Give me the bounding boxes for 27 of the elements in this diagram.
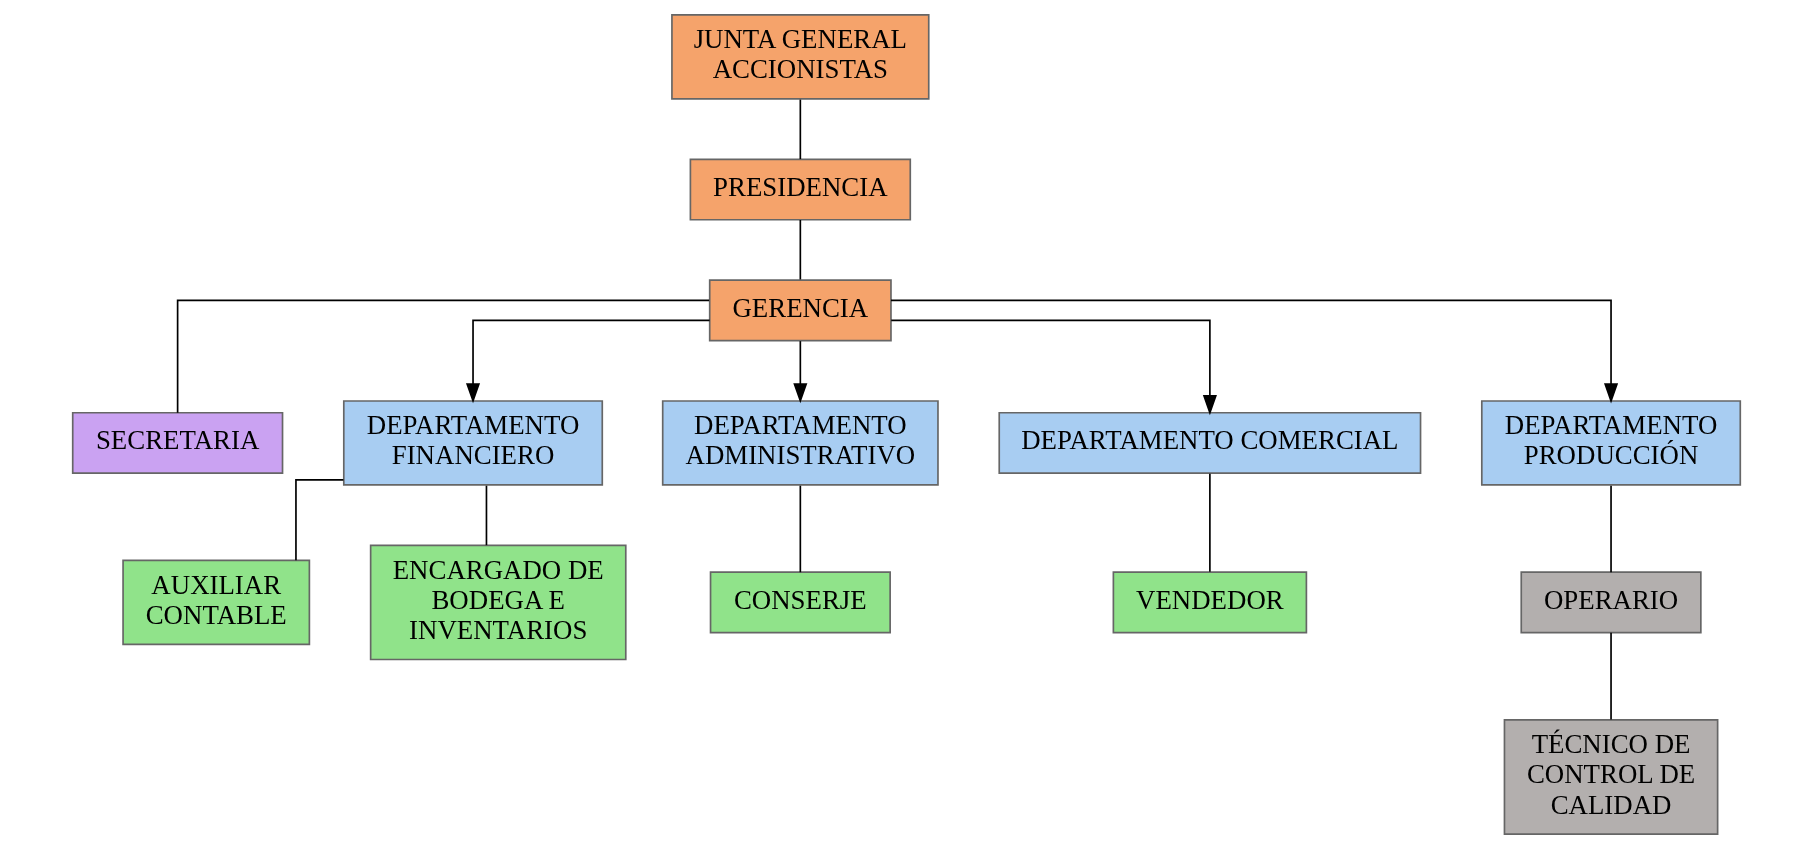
node-box: DEPARTAMENTO COMERCIAL bbox=[998, 411, 1422, 474]
arrow bbox=[890, 319, 1217, 416]
node-box: CONSERJE bbox=[709, 571, 891, 634]
connector bbox=[176, 299, 710, 414]
node-box: VENDEDOR bbox=[1112, 571, 1308, 634]
connector bbox=[1610, 632, 1612, 721]
node-box: TÉCNICO DE CONTROL DE CALIDAD bbox=[1503, 719, 1719, 835]
arrow bbox=[793, 340, 808, 404]
node-box: AUXILIAR CONTABLE bbox=[122, 559, 311, 646]
node-box: DEPARTAMENTO ADMINISTRATIVO bbox=[661, 400, 939, 486]
connector bbox=[485, 484, 488, 546]
node-box: PRESIDENCIA bbox=[689, 158, 912, 221]
node-box: JUNTA GENERAL ACCIONISTAS bbox=[671, 14, 930, 100]
connector bbox=[799, 98, 802, 160]
connector bbox=[799, 219, 802, 281]
arrow bbox=[465, 319, 711, 404]
connector bbox=[295, 479, 345, 562]
connector bbox=[1610, 484, 1612, 574]
node-box: DEPARTAMENTO PRODUCCIÓN bbox=[1480, 400, 1742, 486]
connector bbox=[1209, 472, 1211, 573]
node-box: ENCARGADO DE BODEGA E INVENTARIOS bbox=[369, 544, 627, 661]
node-box: OPERARIO bbox=[1520, 571, 1702, 634]
node-box: SECRETARIA bbox=[71, 411, 284, 474]
arrow bbox=[890, 299, 1619, 404]
node-box: GERENCIA bbox=[708, 279, 892, 342]
connector bbox=[799, 484, 802, 574]
node-box: DEPARTAMENTO FINANCIERO bbox=[342, 400, 604, 486]
